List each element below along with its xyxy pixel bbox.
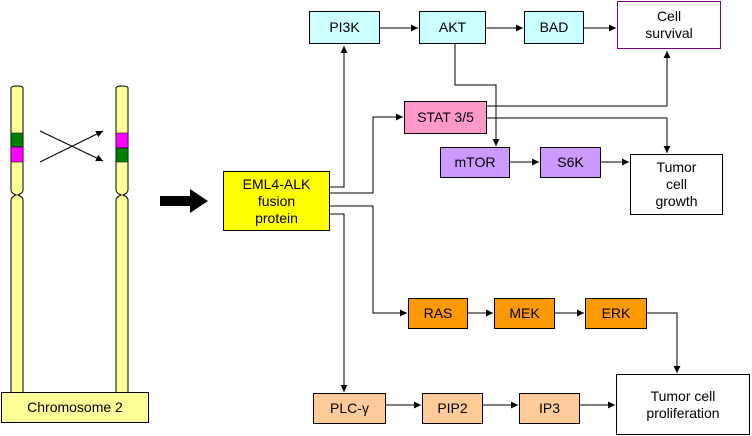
- chromosome-left: [10, 85, 24, 421]
- stat-node: STAT 3/5: [404, 101, 487, 134]
- edge-stat-survival: [487, 51, 671, 107]
- tumor-growth-node: Tumor cell growth: [630, 154, 723, 215]
- chromosome-band-magenta: [115, 132, 129, 149]
- connectors: [330, 24, 681, 409]
- ip3-node: IP3: [519, 393, 580, 424]
- edge-eml4-stat: [330, 113, 403, 194]
- tumor-proliferation-node: Tumor cell proliferation: [616, 374, 750, 435]
- s6k-node: S6K: [540, 147, 601, 178]
- edge-stat-growth: [487, 117, 671, 153]
- chromosome-label: Chromosome 2: [1, 392, 149, 423]
- chromosome-band-green: [115, 147, 129, 163]
- mek-node: MEK: [494, 298, 555, 329]
- chromosome-right: [115, 85, 129, 421]
- chromosome-band-magenta: [10, 146, 24, 163]
- big-arrow-icon: [160, 189, 208, 213]
- cell-survival-node: Cell survival: [617, 1, 721, 49]
- edge-eml4-pi3k: [330, 46, 348, 188]
- eml4-alk-node: EML4-ALK fusion protein: [223, 171, 330, 231]
- edge-eml4-plc: [330, 213, 348, 392]
- erk-node: ERK: [585, 298, 647, 329]
- edge-eml4-ras: [330, 205, 407, 317]
- mtor-node: mTOR: [440, 147, 510, 178]
- pip2-node: PIP2: [422, 393, 483, 424]
- ras-node: RAS: [408, 298, 468, 329]
- inversion-arrow-down: [39, 130, 104, 162]
- chromosome-band-green: [10, 132, 24, 148]
- edge-akt-mtor: [454, 44, 500, 146]
- akt-node: AKT: [419, 11, 486, 44]
- plc-node: PLC-γ: [313, 393, 386, 424]
- pi3k-node: PI3K: [309, 11, 380, 44]
- edge-erk-proliferation: [647, 312, 681, 373]
- bad-node: BAD: [524, 11, 584, 44]
